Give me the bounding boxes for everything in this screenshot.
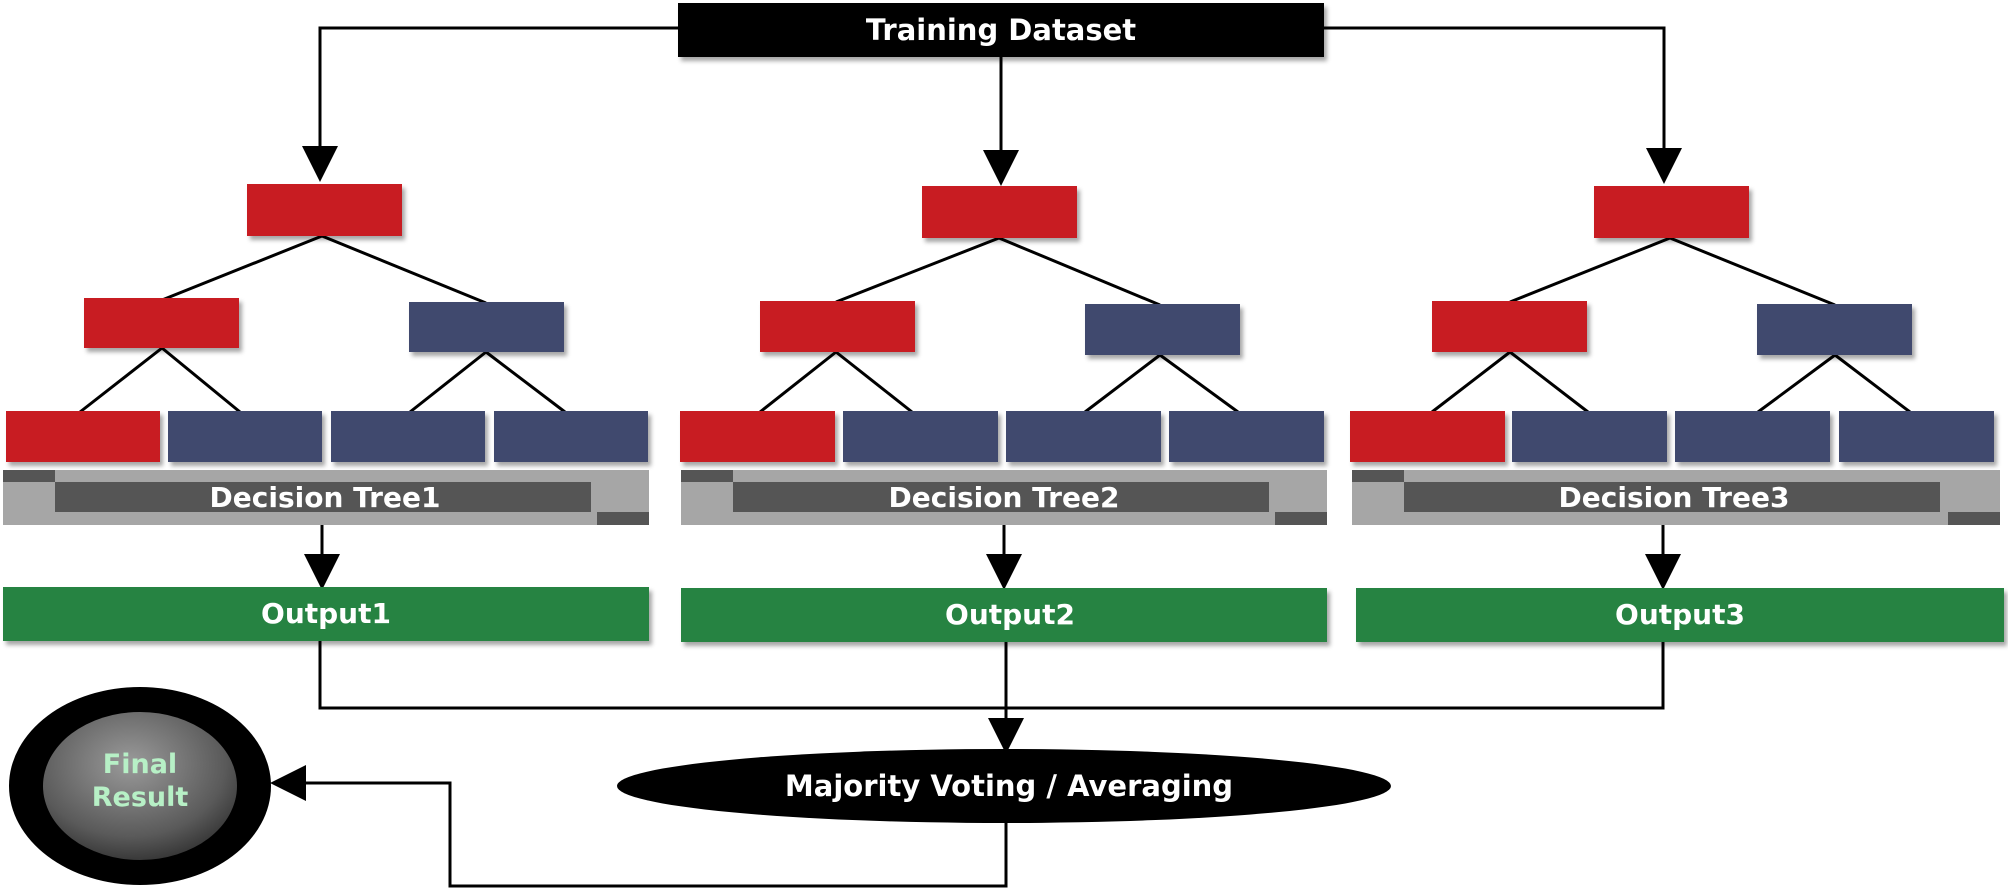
tree2-leaf-1 (680, 411, 835, 462)
tree2-label: Decision Tree2 (889, 481, 1120, 514)
tree1-edges (79, 234, 566, 414)
output-1-label: Output1 (261, 597, 391, 630)
tree2-edges (759, 236, 1239, 414)
tree2-root-node (922, 186, 1077, 238)
decision-tree-1: Decision Tree1 (3, 184, 649, 525)
tree1-leaf-3 (331, 411, 485, 462)
tree3-edges (1431, 236, 1911, 414)
output-2-label: Output2 (945, 598, 1075, 631)
training-dataset-box: Training Dataset (678, 3, 1324, 57)
tree1-leaf-2 (168, 411, 322, 462)
tree1-label: Decision Tree1 (210, 481, 441, 514)
dataset-connectors (302, 26, 1682, 186)
tree3-leaf-4 (1839, 411, 1994, 462)
tree3-left-node (1432, 301, 1587, 352)
majority-voting-ellipse: Majority Voting / Averaging (617, 749, 1391, 823)
tree1-left-node (84, 298, 239, 348)
tree3-leaf-2 (1512, 411, 1667, 462)
final-result-line1: Final (103, 749, 177, 780)
tree1-label-bar: Decision Tree1 (3, 470, 649, 525)
tree3-root-node (1594, 186, 1749, 238)
final-result-line2: Result (92, 782, 189, 813)
tree2-leaf-2 (843, 411, 998, 462)
tree3-right-node (1757, 304, 1912, 355)
tree2-label-bar: Decision Tree2 (681, 470, 1327, 525)
tree-to-output-arrows (304, 525, 1681, 590)
majority-voting-label: Majority Voting / Averaging (785, 769, 1233, 803)
output-2-box: Output2 (681, 588, 1327, 642)
output-3-label: Output3 (1615, 598, 1745, 631)
tree2-leaf-3 (1006, 411, 1161, 462)
tree3-leaf-3 (1675, 411, 1830, 462)
decision-tree-2: Decision Tree2 (680, 186, 1327, 525)
tree2-leaf-4 (1169, 411, 1324, 462)
aggregator-to-final-connector (270, 765, 1008, 888)
output-connectors (318, 641, 1665, 754)
tree3-label-bar: Decision Tree3 (1352, 470, 2000, 525)
tree1-right-node (409, 302, 564, 352)
final-result-node: Final Result (9, 687, 271, 885)
connector-output3 (1006, 642, 1665, 710)
tree3-leaf-1 (1350, 411, 1505, 462)
connector-output1 (318, 641, 1006, 710)
tree1-root-node (247, 184, 402, 236)
tree1-leaf-4 (494, 411, 648, 462)
tree3-label: Decision Tree3 (1559, 481, 1790, 514)
connector-to-tree1 (302, 26, 678, 182)
decision-tree-3: Decision Tree3 (1350, 186, 2000, 525)
training-dataset-label: Training Dataset (866, 13, 1136, 47)
tree2-left-node (760, 301, 915, 352)
tree1-leaf-1 (6, 411, 160, 462)
output-1-box: Output1 (3, 587, 649, 641)
output-3-box: Output3 (1356, 588, 2004, 642)
connector-to-tree3 (1324, 26, 1682, 184)
tree2-right-node (1085, 304, 1240, 355)
